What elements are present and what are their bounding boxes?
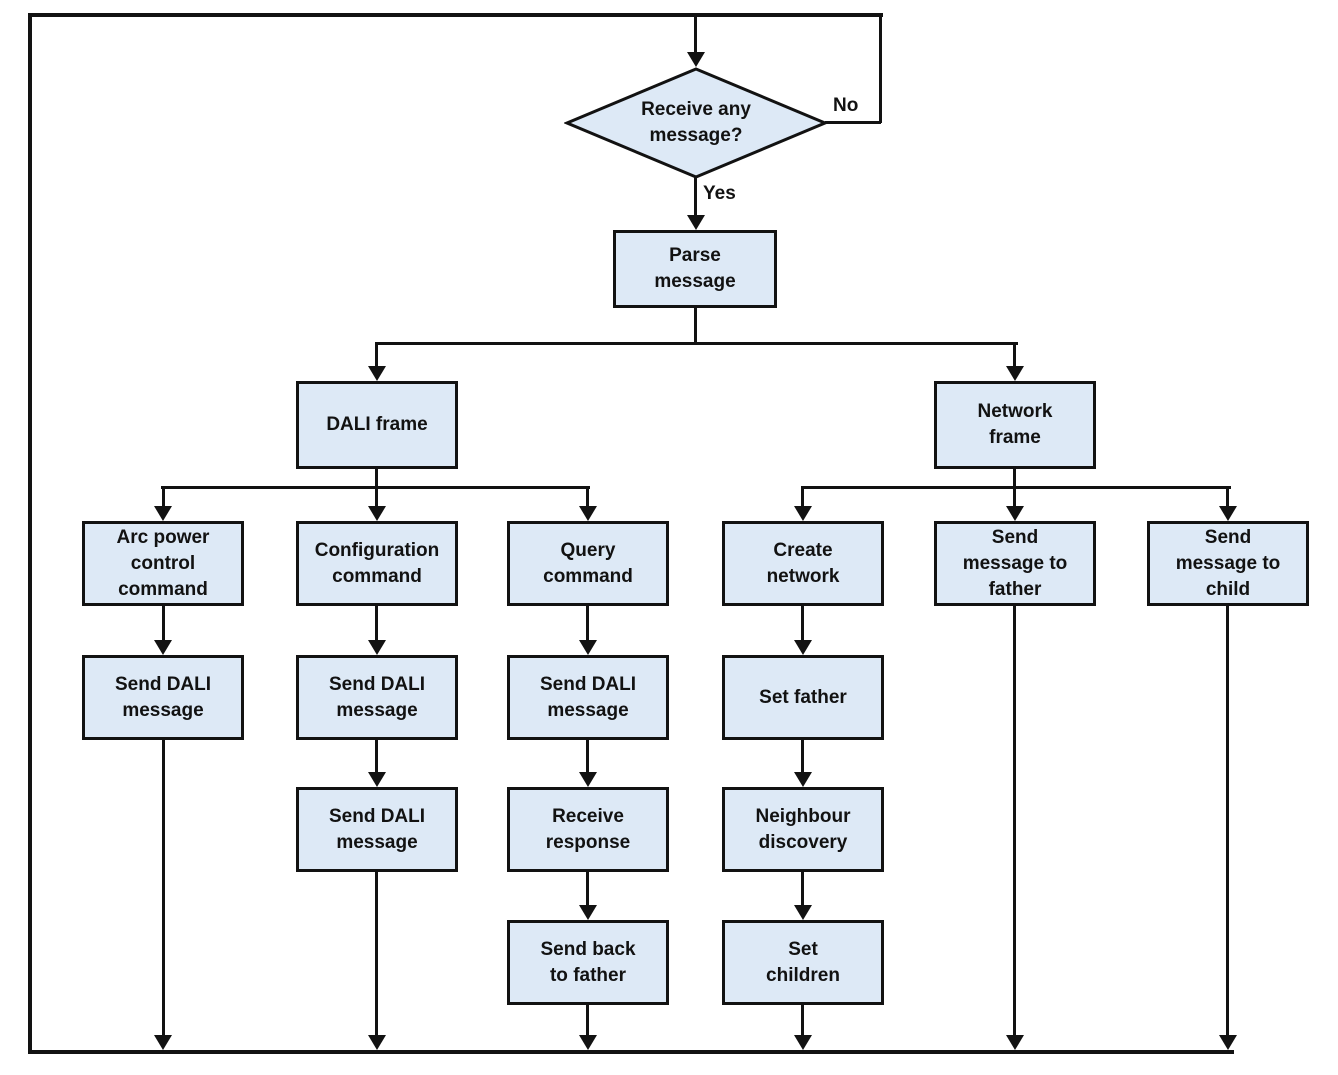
connector-vline	[375, 469, 378, 488]
node-send-back-to-father: Send back to father	[507, 920, 669, 1005]
node-network-frame: Network frame	[934, 381, 1096, 469]
node-set-father: Set father	[722, 655, 884, 740]
connector-vline	[1226, 606, 1229, 1036]
connector-vline	[1013, 606, 1016, 1036]
arrowhead	[794, 1035, 812, 1050]
arrowhead	[579, 772, 597, 787]
arrowhead	[579, 506, 597, 521]
node-query-command: Query command	[507, 521, 669, 606]
node-configuration-command: Configuration command	[296, 521, 458, 606]
connector-vline	[586, 488, 589, 507]
arrowhead	[368, 366, 386, 381]
outer-loop-left-line	[28, 13, 32, 1054]
arrowhead	[794, 640, 812, 655]
arrowhead	[794, 905, 812, 920]
connector-vline	[801, 872, 804, 906]
node-create-network: Create network	[722, 521, 884, 606]
connector-hline	[161, 486, 590, 489]
connector-vline	[694, 308, 697, 344]
arrowhead	[1219, 1035, 1237, 1050]
connector-vline	[375, 344, 378, 368]
node-dali-frame: DALI frame	[296, 381, 458, 469]
connector-vline	[1013, 344, 1016, 368]
decision-label: Receive any message?	[641, 99, 751, 146]
connector-vline	[162, 488, 165, 507]
edge-entry-line	[694, 17, 697, 54]
connector-vline	[375, 606, 378, 641]
connector-vline	[1013, 469, 1016, 488]
connector-vline	[162, 606, 165, 641]
connector-vline	[162, 740, 165, 1036]
connector-vline	[801, 488, 804, 507]
arrowhead	[794, 772, 812, 787]
arrowhead	[368, 772, 386, 787]
connector-vline	[375, 488, 378, 507]
connector-hline	[375, 342, 1018, 345]
connector-vline	[586, 606, 589, 641]
arrowhead	[687, 52, 705, 67]
edge-label-no: No	[833, 95, 859, 116]
arrowhead	[579, 1035, 597, 1050]
arrowhead	[687, 215, 705, 230]
node-receive-response: Receive response	[507, 787, 669, 872]
arrowhead	[368, 640, 386, 655]
connector-vline	[375, 740, 378, 773]
arrowhead	[1006, 506, 1024, 521]
arrowhead	[368, 1035, 386, 1050]
arrowhead	[1006, 366, 1024, 381]
connector-vline	[586, 872, 589, 906]
node-send-dali-message-arc: Send DALI message	[82, 655, 244, 740]
node-send-dali-message-query: Send DALI message	[507, 655, 669, 740]
outer-loop-bottom-line	[28, 1050, 1234, 1054]
node-send-dali-message-config-2: Send DALI message	[296, 787, 458, 872]
connector-vline	[1013, 488, 1016, 507]
edge-no-vline	[879, 15, 882, 123]
arrowhead	[154, 506, 172, 521]
node-parse-message: Parse message	[613, 230, 777, 308]
edge-yes-line	[694, 177, 697, 217]
arrowhead	[579, 905, 597, 920]
node-arc-power-control-command: Arc power control command	[82, 521, 244, 606]
connector-vline	[586, 1005, 589, 1036]
node-receive-any-message: Receive any message?	[564, 67, 828, 179]
arrowhead	[579, 640, 597, 655]
connector-vline	[1226, 488, 1229, 507]
connector-vline	[801, 1005, 804, 1036]
arrowhead	[794, 506, 812, 521]
node-send-message-to-child: Send message to child	[1147, 521, 1309, 606]
connector-vline	[801, 740, 804, 773]
connector-hline	[801, 486, 1231, 489]
arrowhead	[1219, 506, 1237, 521]
connector-vline	[586, 740, 589, 773]
arrowhead	[154, 640, 172, 655]
edge-no-hline	[825, 121, 881, 124]
outer-loop-top-line	[28, 13, 883, 17]
arrowhead	[368, 506, 386, 521]
edge-label-yes: Yes	[703, 183, 736, 204]
connector-vline	[801, 606, 804, 641]
node-neighbour-discovery: Neighbour discovery	[722, 787, 884, 872]
node-send-message-to-father: Send message to father	[934, 521, 1096, 606]
node-send-dali-message-config-1: Send DALI message	[296, 655, 458, 740]
node-set-children: Set children	[722, 920, 884, 1005]
arrowhead	[154, 1035, 172, 1050]
connector-vline	[375, 872, 378, 1036]
arrowhead	[1006, 1035, 1024, 1050]
